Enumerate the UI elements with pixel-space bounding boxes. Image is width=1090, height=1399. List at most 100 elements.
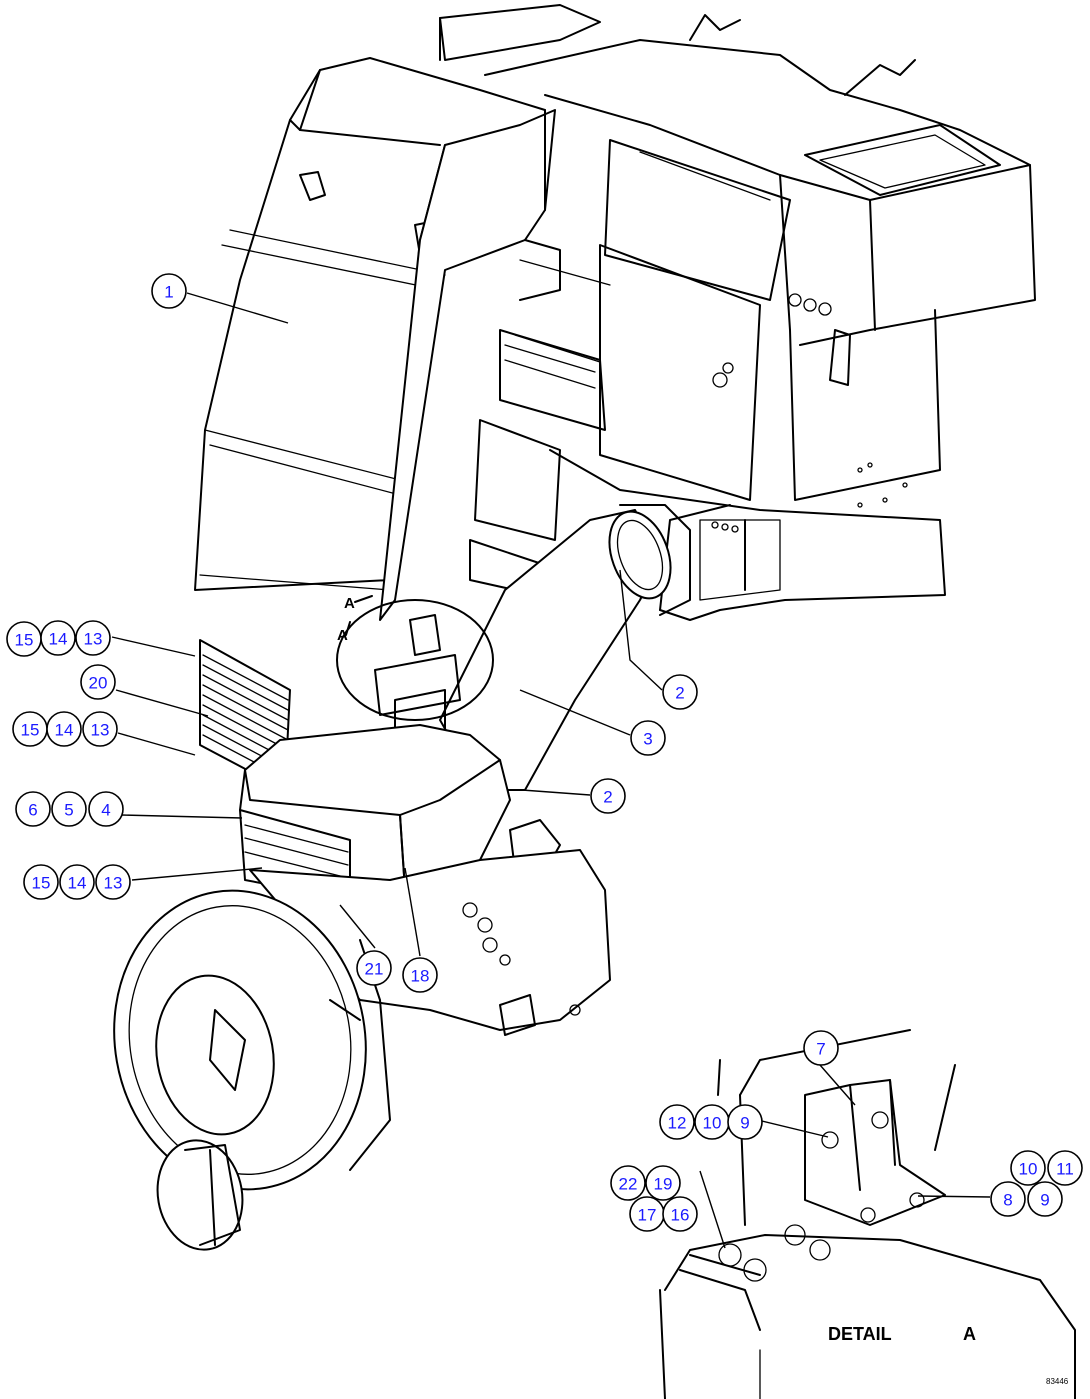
callout-number: 12 [668, 1114, 687, 1133]
callout-6: 6 [15, 791, 51, 827]
reference-code: 83446 [1046, 1377, 1069, 1386]
callout-number: 10 [1019, 1160, 1038, 1179]
callout-number: 20 [89, 674, 108, 693]
callout-circle [590, 778, 626, 814]
callout-5: 5 [51, 791, 87, 827]
callout-number: 14 [49, 630, 68, 649]
callout-number: 11 [1056, 1160, 1074, 1179]
callout-circle [727, 1104, 763, 1140]
callout-number: 9 [1040, 1191, 1049, 1210]
callout-15: 15 [6, 621, 42, 657]
callout-number: 18 [411, 967, 430, 986]
detail-a-view: DETAIL A 83446 [659, 1029, 1076, 1399]
callout-circle [1047, 1150, 1083, 1186]
callout-number: 17 [638, 1206, 657, 1225]
callout-circle [95, 864, 131, 900]
callout-9: 9 [727, 1104, 763, 1140]
callout-number: 14 [68, 874, 87, 893]
callout-14: 14 [46, 711, 82, 747]
callout-14: 14 [59, 864, 95, 900]
callout-number: 22 [619, 1175, 638, 1194]
callout-circle [356, 950, 392, 986]
callout-2: 2 [662, 674, 698, 710]
callout-circle [23, 864, 59, 900]
callout-circle [88, 791, 124, 827]
svg-text:A: A [344, 595, 355, 612]
callout-number: 14 [55, 721, 74, 740]
callout-circle [75, 620, 111, 656]
callout-number: 21 [365, 960, 384, 979]
callout-12: 12 [659, 1104, 695, 1140]
leader-lines [111, 292, 991, 1249]
callout-number: 13 [91, 721, 110, 740]
callout-number: 8 [1003, 1191, 1012, 1210]
callout-number: 16 [671, 1206, 690, 1225]
callout-14: 14 [40, 620, 76, 656]
callout-circle [1010, 1150, 1046, 1186]
callout-4: 4 [88, 791, 124, 827]
callout-8: 8 [990, 1181, 1026, 1217]
callout-2: 2 [590, 778, 626, 814]
blower-assembly [113, 849, 611, 1251]
callout-13: 13 [95, 864, 131, 900]
callout-circle [46, 711, 82, 747]
detail-word: DETAIL [828, 1324, 892, 1344]
callout-circle [630, 720, 666, 756]
callout-13: 13 [75, 620, 111, 656]
callout-1: 1 [151, 273, 187, 309]
air-duct [439, 504, 691, 791]
callout-circle [662, 1196, 698, 1232]
callout-circle [662, 674, 698, 710]
callout-circle [51, 791, 87, 827]
callout-number: 15 [15, 631, 34, 650]
callout-18: 18 [402, 957, 438, 993]
callout-7: 7 [803, 1030, 839, 1066]
callout-13: 13 [82, 711, 118, 747]
callout-21: 21 [356, 950, 392, 986]
callout-number: 2 [603, 788, 612, 807]
callout-number: 9 [740, 1114, 749, 1133]
callout-circle [659, 1104, 695, 1140]
callout-number: 15 [32, 874, 51, 893]
callout-circle [151, 273, 187, 309]
callout-number: 13 [84, 630, 103, 649]
callout-number: 1 [164, 283, 173, 302]
callout-number: 13 [104, 874, 123, 893]
callout-10: 10 [1010, 1150, 1046, 1186]
callout-15: 15 [23, 864, 59, 900]
callout-circle [1027, 1181, 1063, 1217]
callout-circle [803, 1030, 839, 1066]
callout-circle [80, 664, 116, 700]
callout-circle [402, 957, 438, 993]
callout-circle [610, 1165, 646, 1201]
callout-10: 10 [694, 1104, 730, 1140]
engine-block [439, 4, 1036, 621]
svg-text:A: A [337, 627, 348, 644]
callout-circle [82, 711, 118, 747]
callout-22: 22 [610, 1165, 646, 1201]
callout-circle [645, 1165, 681, 1201]
callout-16: 16 [662, 1196, 698, 1232]
callout-3: 3 [630, 720, 666, 756]
callout-circle [59, 864, 95, 900]
callout-number: 6 [28, 801, 37, 820]
callout-number: 5 [64, 801, 73, 820]
callout-15: 15 [12, 711, 48, 747]
callout-number: 15 [21, 721, 40, 740]
callout-17: 17 [629, 1196, 665, 1232]
callout-number: 7 [816, 1040, 825, 1059]
callout-circle [990, 1181, 1026, 1217]
callout-number: 4 [101, 801, 110, 820]
callout-circle [40, 620, 76, 656]
callout-number: 3 [643, 730, 652, 749]
callout-20: 20 [80, 664, 116, 700]
callout-circle [15, 791, 51, 827]
callout-19: 19 [645, 1165, 681, 1201]
callout-9: 9 [1027, 1181, 1063, 1217]
callout-number: 19 [654, 1175, 673, 1194]
callout-11: 11 [1047, 1150, 1083, 1186]
callout-number: 2 [675, 684, 684, 703]
